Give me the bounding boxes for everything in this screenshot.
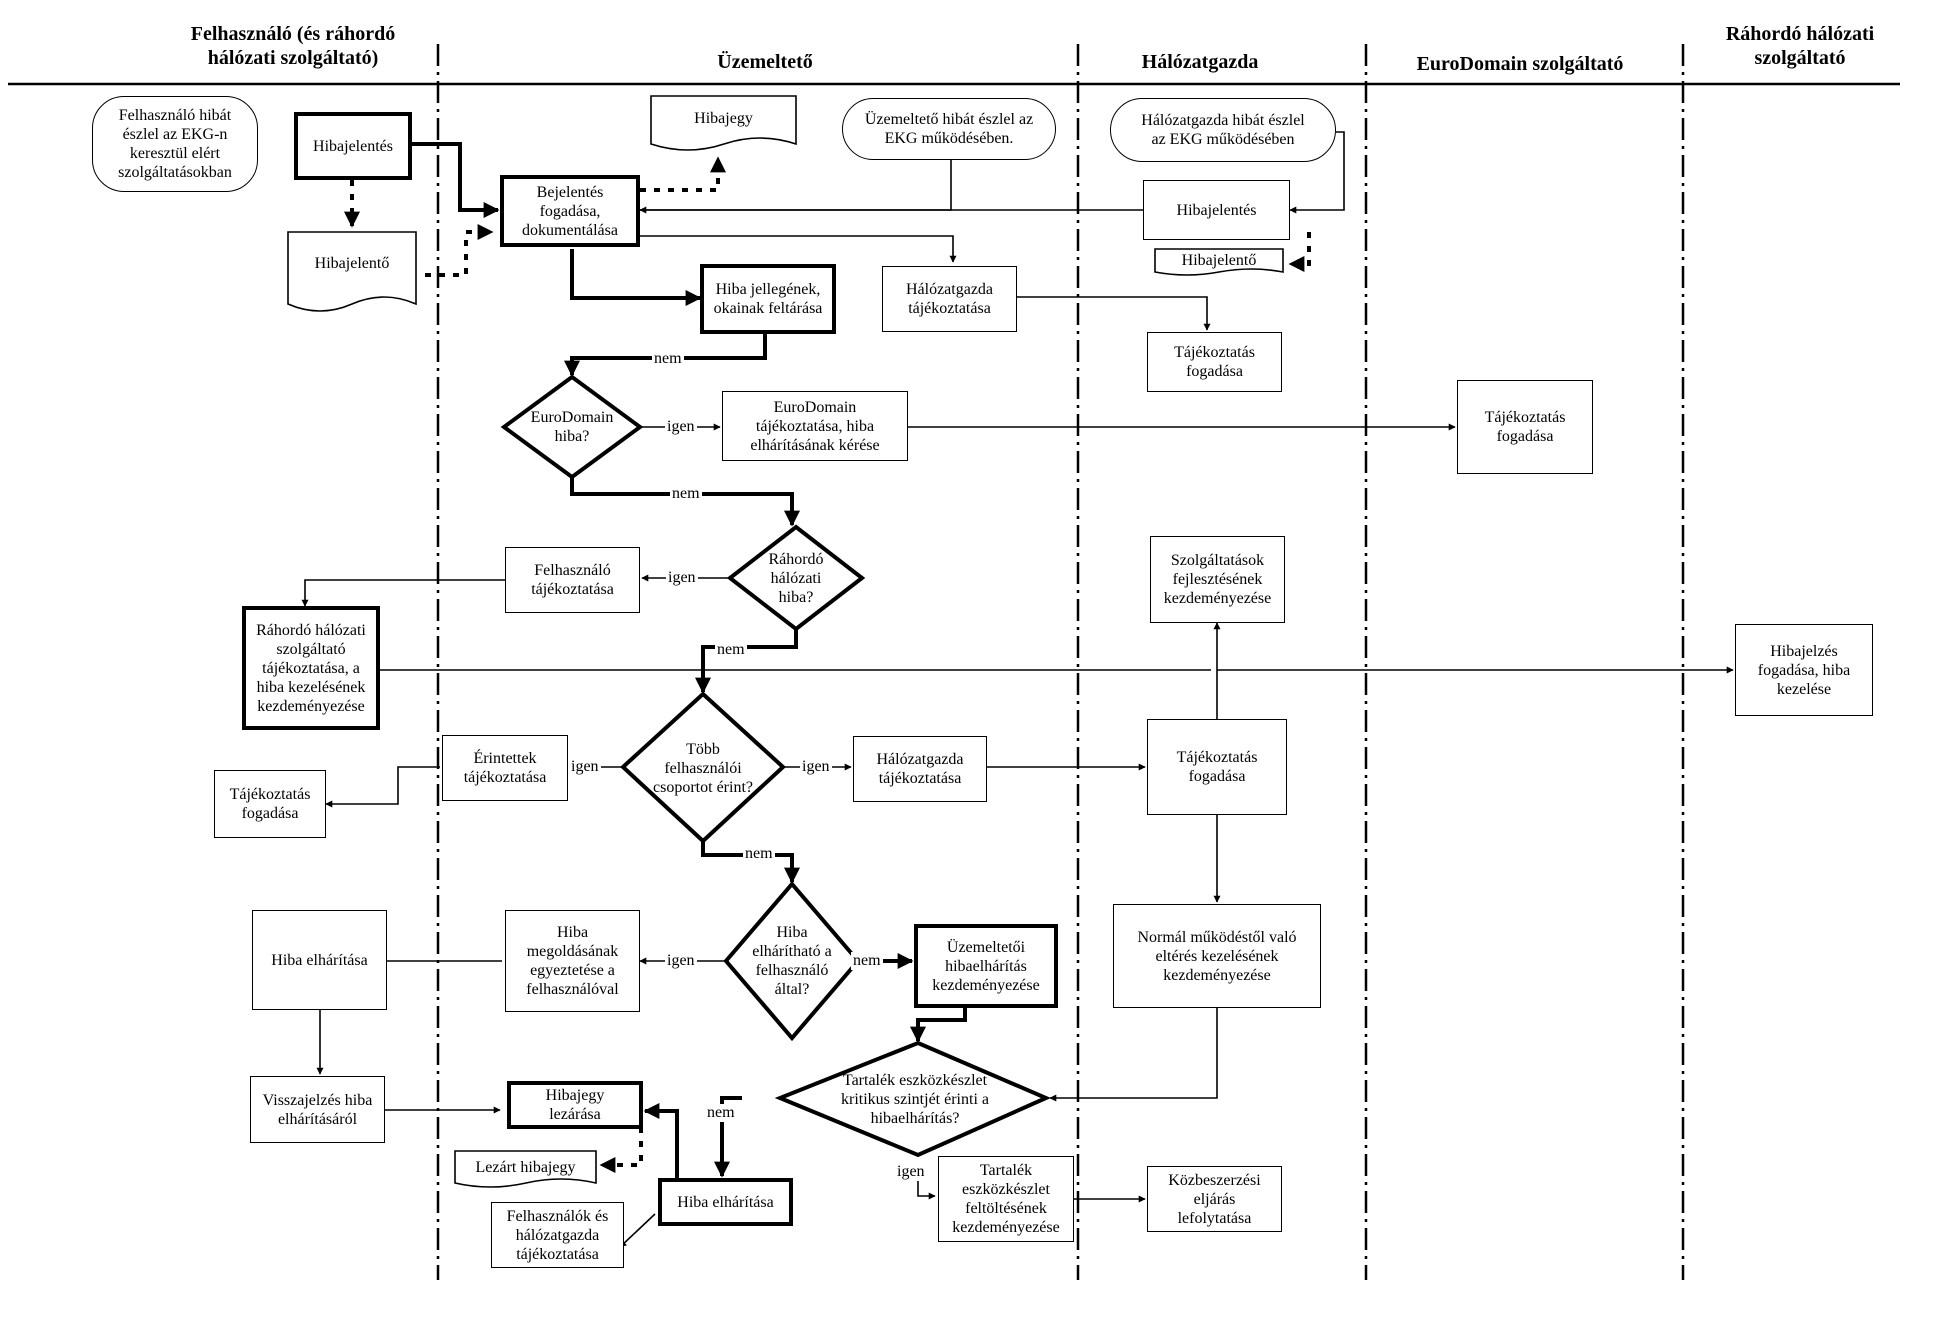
lane-header-owner: Hálózatgazda [1141, 51, 1259, 73]
inform-affected-box: Érintettek tájékoztatása [442, 735, 568, 801]
branch-label-yes: igen [665, 418, 697, 436]
user-report-box: Hibajelentés [294, 112, 412, 180]
multi-group-decision-label: Több felhasználói csoportot érint? [653, 741, 753, 796]
user-report-document-shape [287, 231, 417, 312]
user-detects-error-event: Felhasználó hibát észlel az EKG-n keresz… [92, 96, 258, 192]
eurodomain-decision-label: EuroDomain hiba? [530, 409, 614, 445]
branch-label-no: nem [743, 845, 775, 863]
branch-label-no: nem [851, 952, 883, 970]
receive-report-box: Bejelentés fogadása, dokumentálása [500, 175, 640, 247]
branch-label-yes: igen [665, 952, 697, 970]
spare-refill-box: Tartalék eszközkészlet feltöltésének kez… [938, 1156, 1074, 1242]
closed-ticket-document-label: Lezárt hibajegy [475, 1159, 576, 1176]
branch-label-no: nem [652, 350, 684, 368]
branch-label-no: nem [705, 1104, 737, 1122]
branch-label-yes: igen [895, 1163, 927, 1181]
eurodomain-inform-box: EuroDomain tájékoztatása, hiba elhárítás… [722, 391, 908, 461]
user-fix-decision-label: Hiba elhárítható a felhasználó által? [752, 924, 832, 998]
carrier-inform-box: Ráhordó hálózati szolgáltató tájékoztatá… [242, 606, 380, 730]
owner-report-box: Hibajelentés [1143, 180, 1290, 240]
lane-header-carrier: Ráhordó hálózati szolgáltató [1725, 23, 1875, 69]
owner-receive-box-1: Tájékoztatás fogadása [1147, 332, 1282, 392]
close-ticket-box: Hibajegy lezárása [507, 1081, 643, 1129]
procurement-box: Közbeszerzési eljárás lefolytatása [1147, 1166, 1282, 1232]
owner-report-document-shape [1154, 248, 1284, 276]
eurodomain-receive-box: Tájékoztatás fogadása [1457, 380, 1593, 474]
spare-decision-diamond [774, 1040, 1051, 1158]
owner-detects-error-event: Hálózatgazda hibát észlel az EKG működés… [1110, 98, 1336, 162]
user-fix-decision-diamond [723, 880, 861, 1042]
lane-header-user: Felhasználó (és ráhordó hálózati szolgál… [190, 23, 396, 69]
agree-solution-box: Hiba megoldásának egyeztetése a felhaszn… [505, 910, 640, 1012]
lane-header-operator: Üzemeltető [717, 51, 813, 73]
inform-user-box: Felhasználó tájékoztatása [505, 547, 640, 613]
inform-users-owner-box: Felhasználók és hálózatgazda tájékoztatá… [491, 1202, 624, 1268]
dotted-connectors [344, 156, 1311, 1173]
branch-label-yes: igen [800, 758, 832, 776]
spare-decision-label: Tartalék eszközkészlet kritikus szintjét… [841, 1072, 989, 1127]
carrier-receive-box: Hibajelzés fogadása, hiba kezelése [1735, 624, 1873, 716]
investigate-box: Hiba jellegének, okainak feltárása [700, 264, 836, 334]
user-report-document-label: Hibajelentő [314, 255, 390, 272]
operator-detects-error-event: Üzemeltető hibát észlel az EKG működéséb… [842, 98, 1056, 160]
carrier-decision-label: Ráhordó hálózati hiba? [768, 551, 824, 606]
inform-owner-box-2: Hálózatgazda tájékoztatása [853, 736, 987, 802]
inform-owner-box-1: Hálózatgazda tájékoztatása [882, 266, 1017, 332]
branch-label-no: nem [715, 641, 747, 659]
user-receive-box: Tájékoztatás fogadása [214, 770, 326, 838]
branch-label-yes: igen [569, 758, 601, 776]
operator-fix-init-box: Üzemeltetői hibaelhárítás kezdeményezése [914, 924, 1058, 1008]
branch-label-no: nem [670, 485, 702, 503]
closed-ticket-document-shape [454, 1150, 597, 1188]
service-development-box: Szolgáltatások fejlesztésének kezdeménye… [1150, 536, 1285, 623]
fix-box: Hiba elhárítása [658, 1178, 793, 1226]
branch-label-yes: igen [666, 569, 698, 587]
thin-connectors [301, 131, 1734, 1248]
owner-report-document-label: Hibajelentő [1181, 252, 1257, 269]
lane-header-eurodomain: EuroDomain szolgáltató [1416, 53, 1624, 75]
feedback-box: Visszajelzés hiba elhárításáról [250, 1076, 385, 1143]
user-fix-box: Hiba elhárítása [252, 910, 387, 1010]
ticket-document-shape [650, 95, 797, 151]
deviation-box: Normál működéstől való eltérés kezelésén… [1113, 904, 1321, 1008]
ticket-document-label: Hibajegy [694, 110, 753, 127]
owner-receive-box-2: Tájékoztatás fogadása [1147, 719, 1287, 815]
